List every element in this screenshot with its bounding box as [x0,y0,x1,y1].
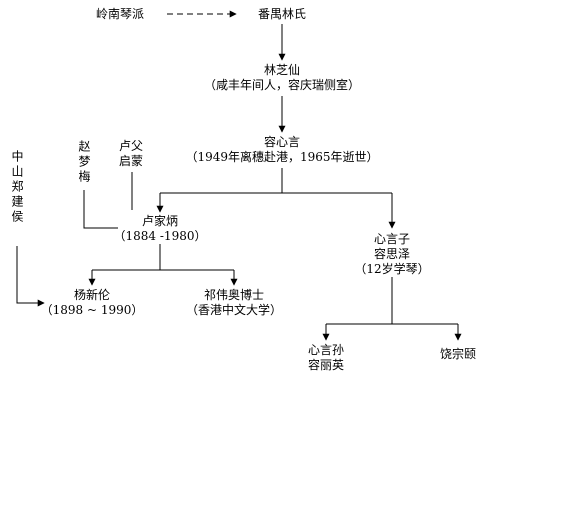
node-rao-zongyi: 饶宗颐 [440,347,476,362]
node-rong-liying: 心言孙 容丽英 [308,343,344,373]
node-rong-siz: 心言子 容思泽 （12岁学琴） [354,232,429,277]
node-yang-xinlun-note: （1898 ~ 1990） [40,303,144,317]
node-rao-zongyi-name: 饶宗颐 [439,347,477,361]
node-yang-xinlun-name: 杨新伦 [73,288,111,302]
node-qi-weiao-note: （香港中文大学） [185,303,283,317]
node-lin-zhixian-note: （咸丰年间人，容庆瑞侧室） [203,78,361,92]
node-lin-zhixian-name: 林芝仙 [263,63,301,77]
edge-zheng-to-yang [16,246,45,307]
node-panyu-lin-name: 番禺林氏 [257,7,307,21]
node-rong-siz-note: （12岁学琴） [354,262,430,276]
node-lingnan: 岭南琴派 [96,7,144,22]
node-zhongshan-zheng: 中山郑建侯 [10,150,24,225]
node-lu-fu-line2: 启蒙 [118,154,144,168]
node-lu-fu: 卢父 启蒙 [119,139,143,169]
node-qi-weiao-name: 祁伟奥博士 [203,288,265,302]
node-lu-fu-line1: 卢父 [118,139,144,153]
node-yang-xinlun: 杨新伦 （1898 ~ 1990） [41,288,144,318]
node-qi-weiao: 祁伟奥博士 （香港中文大学） [186,288,282,318]
node-rong-siz-line1: 心言子 [373,232,410,246]
node-zhao-mengmei: 赵梦梅 [77,140,91,185]
node-rong-xinyan-name: 容心言 [263,135,300,149]
node-lu-jiabing: 卢家炳 （1884 -1980） [114,214,207,244]
node-lin-zhixian: 林芝仙 （咸丰年间人，容庆瑞侧室） [204,63,360,93]
node-panyu-lin: 番禺林氏 [258,7,306,22]
node-rong-liying-line1: 心言孙 [307,343,345,357]
node-rong-siz-line2: 容思泽 [373,247,410,261]
node-rong-xinyan-note: （1949年离穗赴港，1965年逝世） [185,150,379,164]
node-rong-xinyan: 容心言 （1949年离穗赴港，1965年逝世） [185,135,378,165]
node-lu-jiabing-name: 卢家炳 [141,214,179,228]
node-lu-jiabing-note: （1884 -1980） [113,229,207,243]
edge-zhao-to-lu [83,190,118,229]
node-rong-liying-line2: 容丽英 [307,358,345,372]
node-lingnan-name: 岭南琴派 [95,7,145,21]
